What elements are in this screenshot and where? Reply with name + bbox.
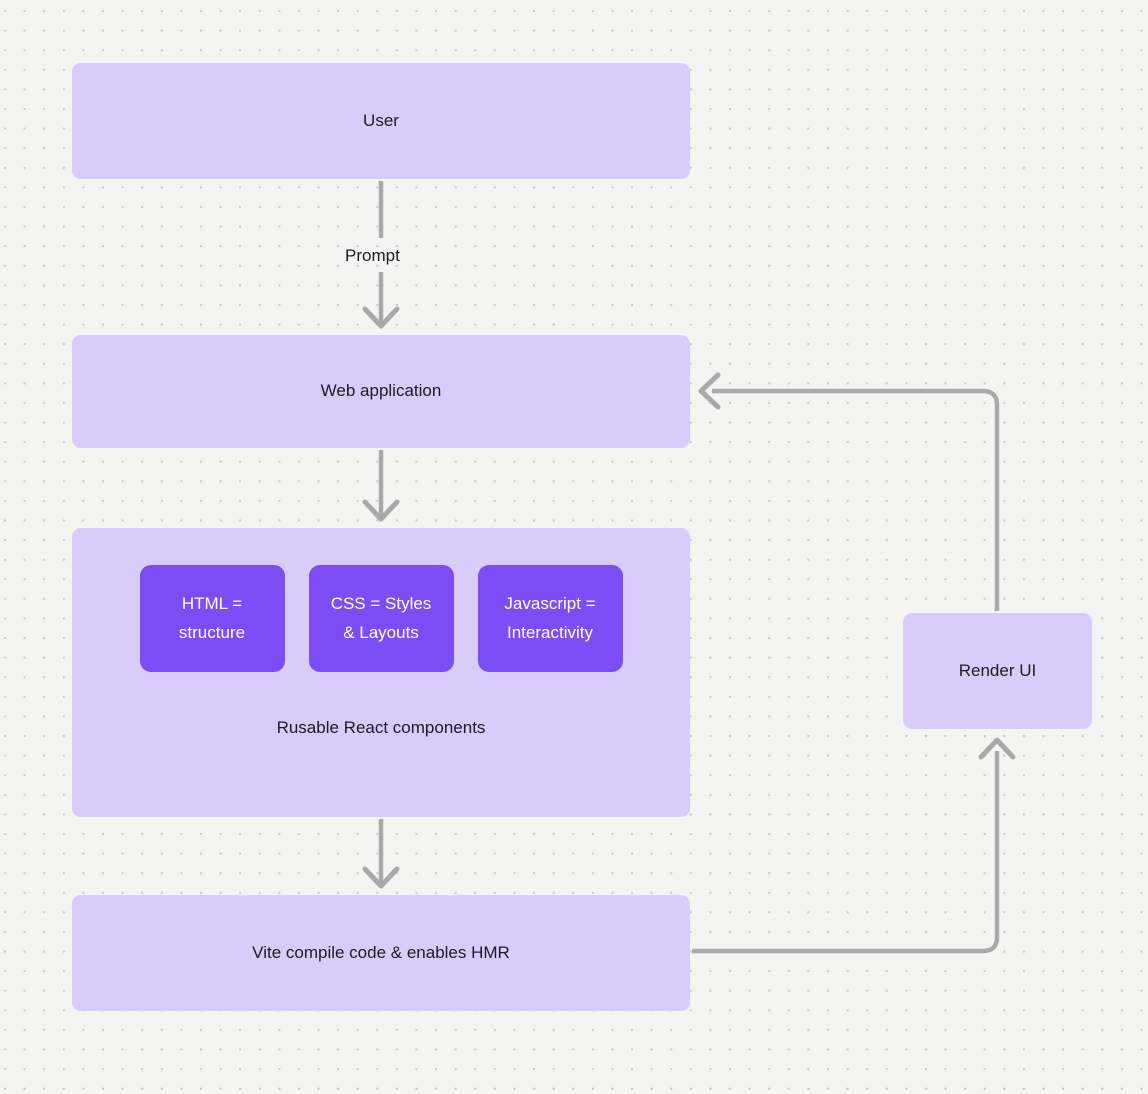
chip-row: HTML = structure CSS = Styles & Layouts …: [72, 565, 690, 672]
node-user[interactable]: User: [72, 63, 690, 179]
node-react-components[interactable]: HTML = structure CSS = Styles & Layouts …: [72, 528, 690, 817]
chip-javascript-label: Javascript = Interactivity: [504, 593, 596, 642]
edge-render-to-webapp: [712, 388, 1000, 611]
arrowhead-down-vite: [362, 866, 400, 889]
node-user-label: User: [363, 110, 399, 130]
edge-vite-to-render: [692, 751, 1000, 954]
node-web-application-label: Web application: [320, 381, 442, 401]
edge-label-prompt: Prompt: [345, 246, 400, 265]
chip-html[interactable]: HTML = structure: [139, 565, 285, 672]
arrowhead-left-webapp: [698, 372, 721, 410]
arrowhead-down-webapp: [362, 306, 400, 329]
chip-css-label: CSS = Styles & Layouts: [330, 593, 432, 642]
chip-html-label: HTML = structure: [178, 593, 246, 642]
chip-css[interactable]: CSS = Styles & Layouts: [308, 565, 454, 672]
node-render-ui[interactable]: Render UI: [903, 613, 1092, 729]
node-vite[interactable]: Vite compile code & enables HMR: [72, 895, 690, 1011]
node-vite-label: Vite compile code & enables HMR: [252, 942, 510, 962]
node-react-components-label: Rusable React components: [276, 718, 486, 737]
arrowhead-up-render: [978, 737, 1016, 760]
node-web-application[interactable]: Web application: [72, 335, 690, 448]
chip-javascript[interactable]: Javascript = Interactivity: [477, 565, 623, 672]
node-render-ui-label: Render UI: [958, 660, 1037, 680]
arrowhead-down-components: [362, 499, 400, 522]
